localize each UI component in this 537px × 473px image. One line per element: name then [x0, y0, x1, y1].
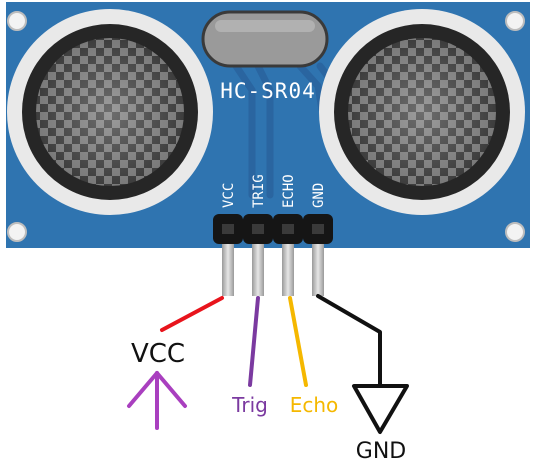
- vcc-wire: [160, 296, 224, 332]
- pin-label-vcc: VCC: [221, 183, 237, 208]
- mounting-holes: [7, 11, 525, 242]
- vcc-up-arrow-icon: [127, 371, 187, 430]
- pin-label-trig: TRIG: [251, 174, 267, 208]
- echo-wire: [288, 296, 308, 387]
- vcc-label: VCC: [131, 339, 185, 369]
- pin-vcc: [222, 244, 234, 296]
- left-transducer: [7, 9, 213, 215]
- echo-label: Echo: [290, 393, 339, 417]
- trig-wire: [248, 296, 260, 387]
- pin-trig: [252, 244, 264, 296]
- pin-label-gnd: GND: [311, 183, 327, 208]
- gnd-label: GND: [356, 439, 406, 464]
- pin-labels: VCC TRIG ECHO GND: [221, 174, 327, 208]
- header-pin-legs: [222, 244, 324, 296]
- model-label: HC-SR04: [220, 79, 316, 103]
- pin-gnd: [312, 244, 324, 296]
- trig-label: Trig: [231, 393, 268, 417]
- pin-echo: [282, 244, 294, 296]
- ground-symbol-icon: [352, 384, 409, 434]
- gnd-wire: [316, 294, 382, 387]
- right-transducer: [319, 9, 525, 215]
- pin-label-echo: ECHO: [281, 174, 297, 208]
